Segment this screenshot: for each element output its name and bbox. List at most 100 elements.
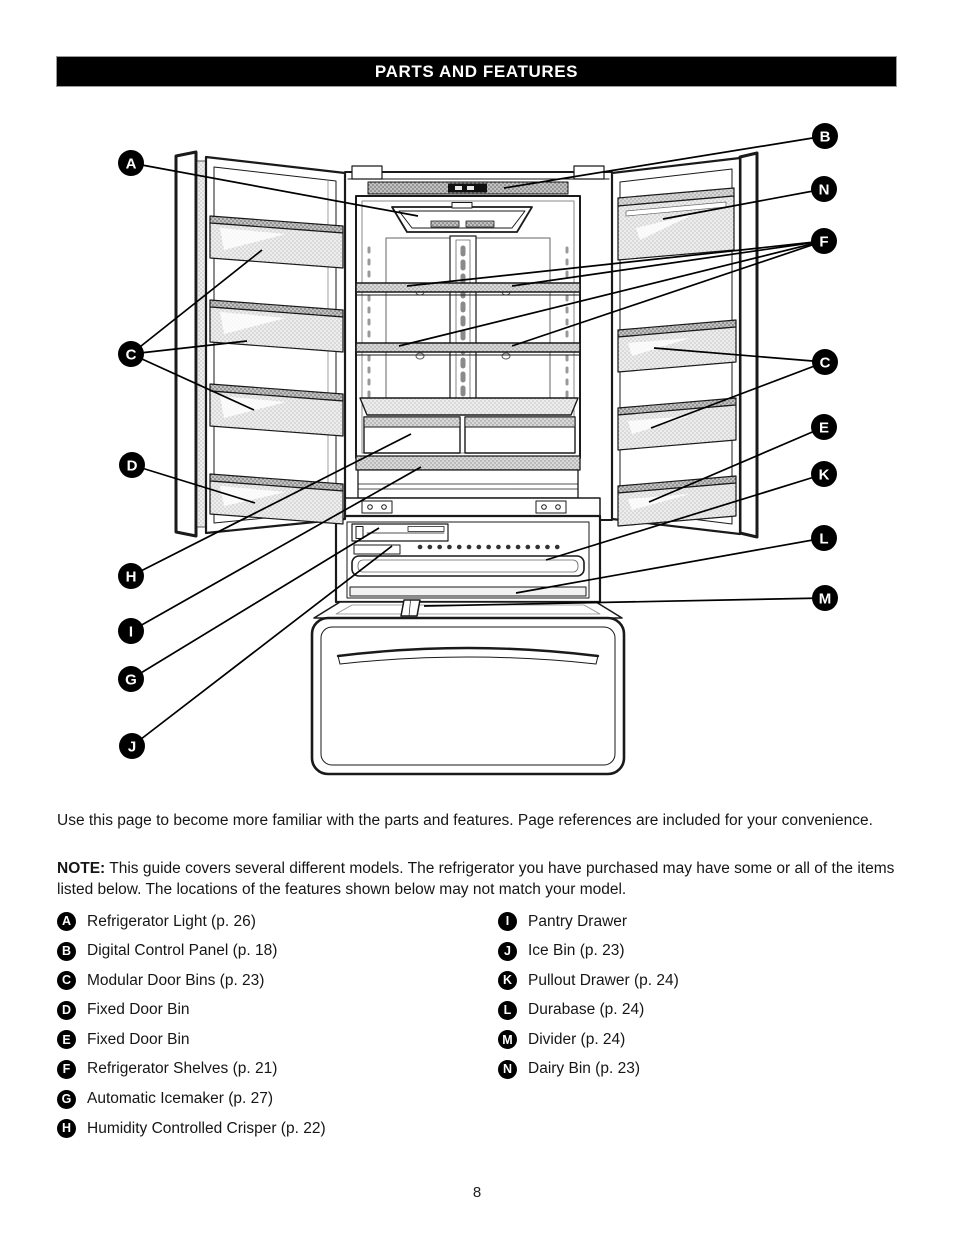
section-title-bar: PARTS AND FEATURES <box>56 56 897 87</box>
callout-line-C <box>653 347 826 363</box>
callout-letter-E: E <box>819 419 829 436</box>
callout-line-M <box>423 597 826 607</box>
callout-line-C <box>130 249 263 355</box>
legend-badge-K: K <box>498 971 517 991</box>
legend-label-G: Automatic Icemaker (p. 27) <box>87 1090 274 1108</box>
left-door <box>174 150 347 538</box>
pantry-drawer <box>355 455 581 499</box>
legend-badge-M: M <box>498 1030 517 1050</box>
note-text: This guide covers several different mode… <box>57 859 895 899</box>
legend-item-K: K Pullout Drawer (p. 24) <box>498 971 679 991</box>
legend-label-B: Digital Control Panel (p. 18) <box>87 942 278 960</box>
hinge-left <box>351 165 383 180</box>
legend-badge-I: I <box>498 912 517 931</box>
legend-label-N: Dairy Bin (p. 23) <box>528 1060 640 1078</box>
callout-letter-M: M <box>819 590 832 607</box>
callout-line-C <box>130 340 248 355</box>
callout-line-E <box>648 426 825 503</box>
callout-balloon-C <box>812 349 838 375</box>
crisper-glass-shelf <box>359 397 579 416</box>
callout-letter-I: I <box>129 623 133 640</box>
callout-line-A <box>130 162 419 217</box>
legend-label-J: Ice Bin (p. 23) <box>528 942 625 960</box>
legend-badge-B: B <box>57 941 76 961</box>
callout-letter-J: J <box>128 738 136 755</box>
legend-label-K: Pullout Drawer (p. 24) <box>528 971 679 989</box>
drawer-divider <box>400 599 421 617</box>
freezer-drawer <box>310 599 626 776</box>
right-door-fixed-bin <box>617 475 737 527</box>
freezer-compartment <box>334 514 602 604</box>
callout-line-C <box>650 361 826 429</box>
legend-badge-G: G <box>57 1089 76 1109</box>
callout-balloon-A <box>118 150 144 176</box>
callout-balloon-I <box>118 618 144 644</box>
legend-label-L: Durabase (p. 24) <box>528 1001 645 1019</box>
callout-balloon-F <box>811 228 837 254</box>
callout-letter-B: B <box>820 128 831 145</box>
ice-bin <box>353 544 401 555</box>
legend-item-C: C Modular Door Bins (p. 23) <box>57 971 326 991</box>
callout-balloon-M <box>812 585 838 611</box>
cabinet-divider-band <box>339 497 601 517</box>
legend-badge-C: C <box>57 971 76 991</box>
callout-letter-K: K <box>819 466 830 483</box>
callout-letter-G: G <box>125 671 137 688</box>
callout-line-C <box>130 353 255 411</box>
back-wall <box>367 235 569 415</box>
automatic-icemaker <box>351 523 449 542</box>
page-number: 8 <box>472 1184 482 1201</box>
left-door-bin-1 <box>209 215 344 269</box>
intro-paragraph: Use this page to become more familiar wi… <box>57 811 873 829</box>
pullout-drawer <box>351 555 585 577</box>
callout-letter-H: H <box>126 568 137 585</box>
callout-line-J <box>131 545 393 747</box>
callout-balloon-D <box>119 452 145 478</box>
note-paragraph: NOTE: This guide covers several differen… <box>57 858 898 901</box>
callout-letter-L: L <box>819 530 828 547</box>
callout-line-F <box>406 240 825 287</box>
left-door-bin-3 <box>209 383 344 437</box>
callout-balloon-E <box>811 414 837 440</box>
callout-line-D <box>131 464 256 504</box>
callout-balloon-G <box>118 666 144 692</box>
legend-label-C: Modular Door Bins (p. 23) <box>87 971 265 989</box>
callout-line-K <box>545 473 825 561</box>
legend-label-E: Fixed Door Bin <box>87 1030 190 1048</box>
right-door <box>610 151 759 539</box>
callout-line-I <box>130 466 422 632</box>
callout-letter-N: N <box>819 181 830 198</box>
legend-item-J: J Ice Bin (p. 23) <box>498 941 679 961</box>
left-door-gasket <box>196 160 207 528</box>
callout-balloon-C <box>118 341 144 367</box>
legend-badge-J: J <box>498 941 517 961</box>
callout-line-F <box>511 240 825 287</box>
callout-line-F <box>398 240 825 347</box>
section-title: PARTS AND FEATURES <box>374 61 579 81</box>
callout-balloon-B <box>812 123 838 149</box>
refrigerator-shelves <box>355 282 581 356</box>
callout-letter-C: C <box>126 346 137 363</box>
callout-balloon-K <box>811 461 837 487</box>
dairy-bin <box>617 187 735 261</box>
humidity-controlled-crispers <box>363 416 576 454</box>
callout-line-B <box>503 135 826 189</box>
legend-label-A: Refrigerator Light (p. 26) <box>87 912 256 930</box>
callout-line-L <box>515 537 825 594</box>
callout-balloon-H <box>118 563 144 589</box>
legend-label-D: Fixed Door Bin <box>87 1001 190 1019</box>
callout-line-G <box>130 527 380 680</box>
callout-balloon-L <box>811 525 837 551</box>
